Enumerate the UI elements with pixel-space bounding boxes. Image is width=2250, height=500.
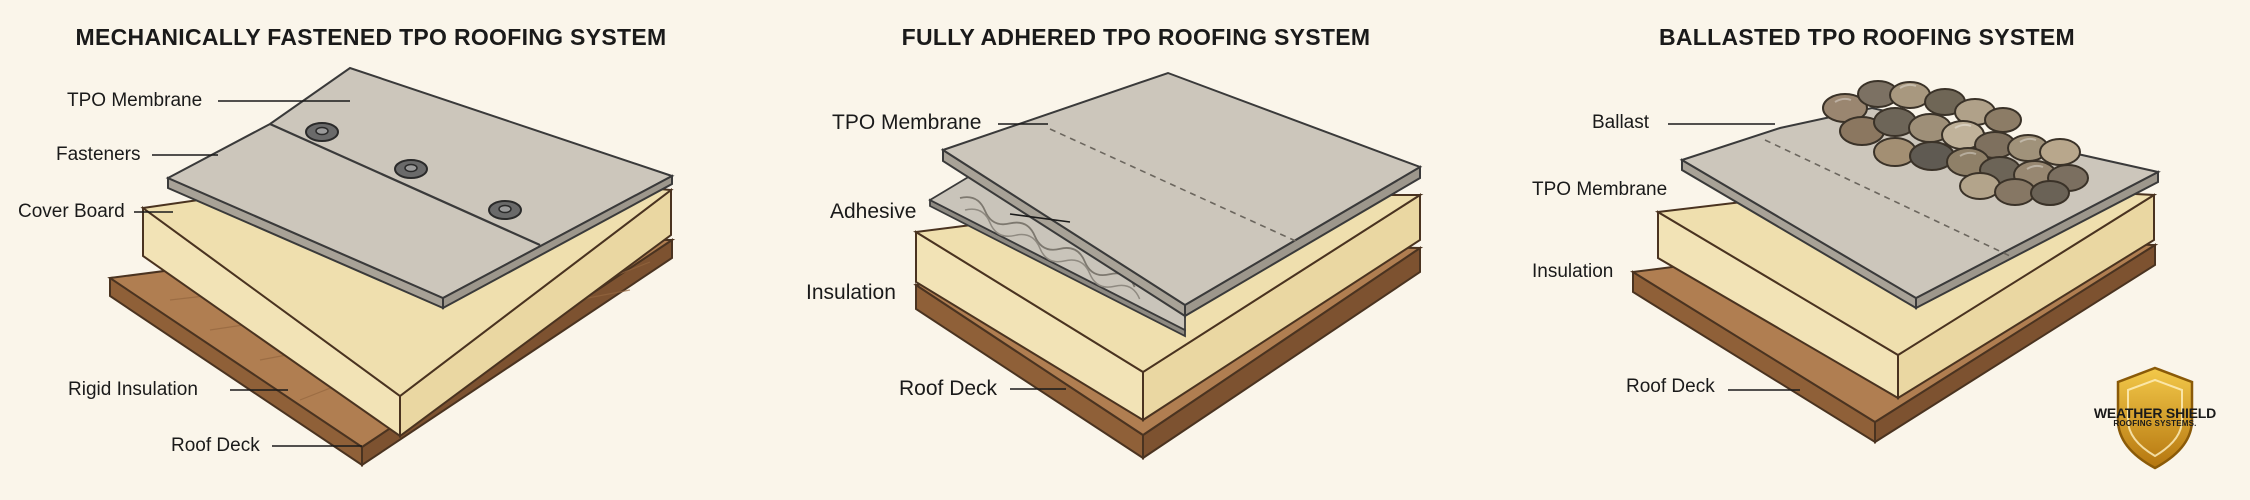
label-tpo-membrane: TPO Membrane (832, 111, 982, 134)
panel-1-illustration (107, 66, 676, 467)
label-tpo-membrane: TPO Membrane (67, 90, 203, 111)
label-fasteners: Fasteners (56, 144, 141, 165)
label-roof-deck: Roof Deck (171, 435, 260, 456)
panel-1-leader-lines (134, 100, 362, 447)
panel-3-illustration (1630, 80, 2161, 444)
label-insulation: Insulation (806, 281, 896, 304)
logo-tagline: ROOFING SYSTEMS. (2113, 419, 2197, 428)
label-insulation: Insulation (1532, 261, 1614, 282)
tpo-membrane-layer (165, 66, 675, 310)
weather-shield-logo-icon (2116, 366, 2194, 470)
panel-1-title: MECHANICALLY FASTENED TPO ROOFING SYSTEM (75, 24, 667, 50)
logo-wordmark: WEATHER SHIELD (2093, 405, 2217, 421)
label-roof-deck: Roof Deck (1626, 376, 1715, 397)
panel-3-title: BALLASTED TPO ROOFING SYSTEM (1658, 24, 2076, 50)
label-roof-deck: Roof Deck (899, 377, 998, 400)
fasteners (305, 122, 522, 220)
label-cover-board: Cover Board (18, 201, 125, 222)
ballast-stones (1822, 80, 2089, 206)
panel-3-leader-lines (1668, 123, 1800, 391)
panel-2-title: FULLY ADHERED TPO ROOFING SYSTEM (901, 24, 1371, 50)
panel-2-leader-lines (998, 123, 1071, 390)
label-tpo-membrane: TPO Membrane (1532, 179, 1668, 200)
adhesive-layer (928, 168, 1186, 338)
label-adhesive: Adhesive (830, 200, 917, 223)
panel-2-illustration (913, 71, 1424, 460)
tpo-membrane-layer (940, 71, 1423, 318)
label-rigid-insulation: Rigid Insulation (68, 379, 198, 400)
label-ballast: Ballast (1592, 112, 1650, 133)
